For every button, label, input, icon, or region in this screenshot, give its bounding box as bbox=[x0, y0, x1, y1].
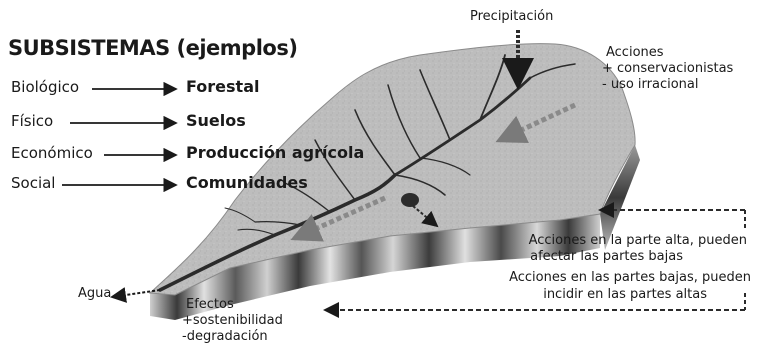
subsystem-type-biologico: Biológico bbox=[11, 80, 79, 96]
subsystem-type-social: Social bbox=[11, 176, 55, 192]
lower-note-line2: incidir en las partes altas bbox=[543, 288, 707, 302]
actions-title: Acciones bbox=[606, 46, 664, 60]
water-label: Agua bbox=[78, 287, 111, 301]
subsystem-example-comunidades: Comunidades bbox=[186, 175, 308, 192]
actions-positive: + conservacionistas bbox=[602, 62, 733, 76]
subsystem-type-economico: Económico bbox=[11, 146, 93, 162]
effects-title: Efectos bbox=[186, 298, 234, 312]
upper-note-line2: afectar las partes bajas bbox=[530, 250, 683, 264]
actions-negative: - uso irracional bbox=[602, 78, 699, 92]
effects-positive: +sostenibilidad bbox=[182, 314, 283, 328]
upper-note-line1: Acciones en la parte alta, pueden bbox=[529, 234, 747, 248]
subsystem-example-produccion: Producción agrícola bbox=[186, 145, 364, 162]
subsystem-arrows bbox=[62, 89, 176, 185]
lower-note-line1: Acciones en las partes bajas, pueden bbox=[509, 271, 751, 285]
diagram-title: SUBSISTEMAS (ejemplos) bbox=[8, 37, 297, 59]
precipitation-label: Precipitación bbox=[470, 10, 553, 24]
subsystem-type-fisico: Físico bbox=[11, 114, 53, 130]
subsystem-example-suelos: Suelos bbox=[186, 113, 246, 130]
effects-negative: -degradación bbox=[182, 330, 268, 344]
subsystem-example-forestal: Forestal bbox=[186, 79, 259, 96]
pond bbox=[401, 193, 419, 207]
